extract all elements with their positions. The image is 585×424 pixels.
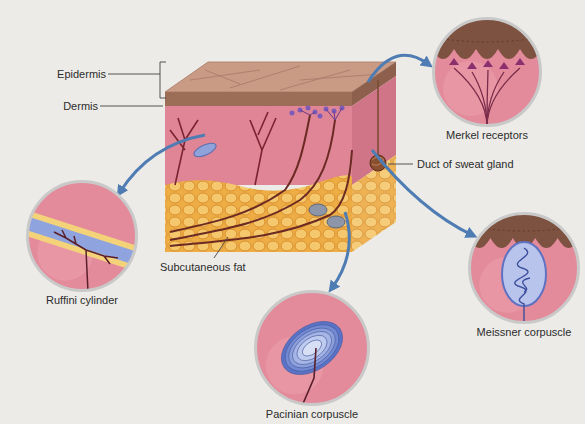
leader-line [214, 237, 228, 258]
inset-caption: Merkel receptors [446, 129, 528, 142]
pacinian-ending [327, 216, 345, 228]
merkel-disk [499, 62, 509, 69]
nerve-fiber [487, 72, 504, 127]
zoom-arrow [120, 135, 205, 192]
tissue-ground [26, 180, 138, 292]
skin-creases [190, 66, 380, 90]
part-label: Duct of sweat gland [417, 158, 514, 171]
pacinian-lamella [272, 310, 353, 385]
meissner-capsule [502, 242, 546, 306]
inset-border [434, 19, 541, 126]
nerve-fiber [472, 72, 487, 127]
tissue-ground [468, 212, 580, 324]
sweat-duct [377, 80, 379, 162]
epidermis-texture [432, 37, 542, 42]
inset-border [256, 292, 369, 405]
inset-border [470, 214, 579, 323]
nerve-endings [290, 106, 345, 119]
part-label: Dermis [63, 100, 98, 113]
blood-vessel [250, 112, 276, 185]
nerve-fiber [302, 348, 316, 406]
inset-art [468, 212, 580, 324]
blood-vessel [170, 118, 198, 185]
ruffini-ending [192, 140, 218, 159]
epidermis-layer [165, 92, 352, 106]
nerve-fiber [170, 115, 310, 232]
nerve-fiber [170, 150, 352, 246]
inset-caption: Meissner corpuscle [477, 326, 572, 339]
merkel-disk [449, 58, 459, 65]
leader-line [108, 62, 166, 98]
epidermis-layer [432, 17, 542, 59]
inset-circle: Meissner corpuscle [468, 212, 580, 324]
tissue-ground [254, 290, 370, 406]
inset-border [28, 182, 137, 291]
leader-line [388, 164, 413, 165]
inset-circle: Ruffini cylinder [26, 180, 138, 292]
merkel-disk [467, 62, 477, 69]
zoom-arrow [332, 212, 349, 288]
dermis-layer [165, 106, 352, 185]
part-label: Subcutaneous fat [160, 261, 246, 274]
merkel-disk [515, 58, 525, 65]
nerve-fiber [515, 248, 530, 324]
pacinian-lamella [287, 325, 338, 372]
part-label: Epidermis [57, 68, 106, 81]
inset-circle: Pacinian corpuscle [254, 290, 370, 406]
nerve-branches [300, 108, 342, 120]
inset-caption: Pacinian corpuscle [266, 408, 358, 421]
pacinian-ending [309, 204, 327, 216]
inset-caption: Ruffini cylinder [46, 294, 118, 307]
ruffini-core [26, 216, 138, 266]
inset-art [26, 180, 138, 292]
pacinian-lamella [292, 330, 331, 366]
inset-art [254, 290, 370, 406]
inset-circle: Merkel receptors [432, 17, 542, 127]
tissue-ground [432, 17, 542, 127]
inset-art [432, 17, 542, 127]
fat-layer [165, 175, 353, 252]
leader-line [100, 106, 163, 107]
zoom-arrow [368, 55, 428, 82]
pacinian-lamella [277, 315, 348, 381]
ruffini-capsule [26, 210, 138, 272]
merkel-disk [483, 60, 493, 67]
pacinian-lamella [282, 320, 343, 376]
pacinian-lamella [300, 337, 325, 359]
